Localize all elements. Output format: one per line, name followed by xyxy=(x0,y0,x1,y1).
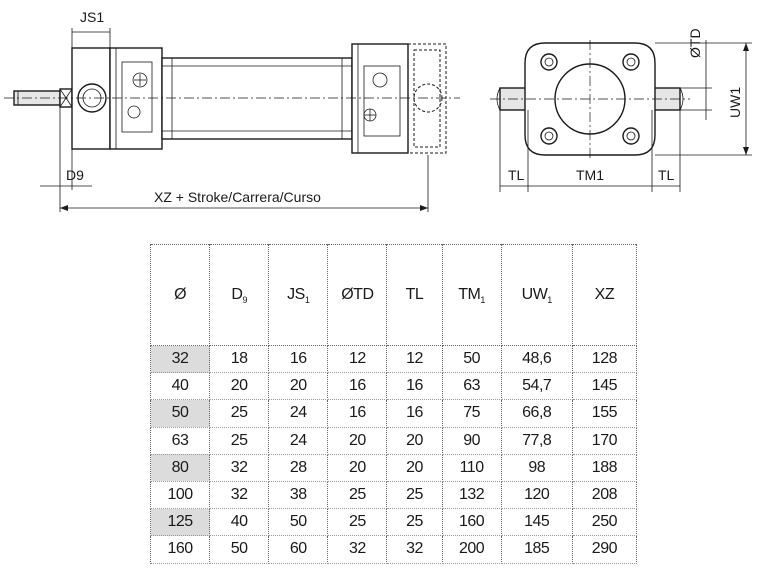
table-cell: 110 xyxy=(441,454,502,482)
label-xz: XZ + Stroke/Carrera/Curso xyxy=(154,189,321,205)
table-cell: 12 xyxy=(386,345,443,374)
table-cell: 38 xyxy=(268,481,329,510)
table-cell: 50 xyxy=(209,535,270,564)
barrel xyxy=(161,57,353,140)
table-cell: 54,7 xyxy=(500,372,573,401)
label-uw1: UW1 xyxy=(727,87,743,118)
table-cell: 208 xyxy=(571,481,638,510)
table-cell: 25 xyxy=(209,427,270,455)
side-view xyxy=(4,28,460,212)
bore-diameter-cell: 80 xyxy=(149,454,211,482)
table-cell: 77,8 xyxy=(500,427,573,455)
bore-diameter-cell: 32 xyxy=(149,345,211,374)
table-cell: 20 xyxy=(327,427,388,455)
table-cell: 32 xyxy=(209,454,270,482)
table-cell: 32 xyxy=(386,535,443,564)
table-cell: 120 xyxy=(500,481,573,510)
table-cell: 250 xyxy=(571,508,638,537)
table-cell: 12 xyxy=(327,345,388,374)
table-cell: 50 xyxy=(441,345,502,374)
table-cell: 128 xyxy=(571,345,638,374)
table-header-row: Ø D9 JS1 ØTD TL TM1 UW1 XZ xyxy=(149,244,638,346)
table-cell: 200 xyxy=(441,535,502,564)
table-cell: 20 xyxy=(209,372,270,401)
table-cell: 25 xyxy=(386,508,443,537)
bore-diameter-cell: 160 xyxy=(149,535,211,564)
header-diameter: Ø xyxy=(149,244,211,346)
table-cell: 32 xyxy=(209,481,270,510)
label-tm1: TM1 xyxy=(576,167,604,183)
table-cell: 20 xyxy=(327,454,388,482)
label-d9: D9 xyxy=(66,167,84,183)
table-cell: 185 xyxy=(500,535,573,564)
table-cell: 132 xyxy=(441,481,502,510)
header-xz: XZ xyxy=(571,244,638,346)
table-cell: 18 xyxy=(209,345,270,374)
rear-cover xyxy=(351,43,409,154)
table-cell: 25 xyxy=(327,481,388,510)
table-cell: 155 xyxy=(571,399,638,428)
bore-diameter-cell: 40 xyxy=(149,372,211,401)
table-cell: 188 xyxy=(571,454,638,482)
table-cell: 16 xyxy=(327,399,388,428)
label-js1: JS1 xyxy=(80,9,104,25)
table-cell: 40 xyxy=(209,508,270,537)
table-cell: 98 xyxy=(500,454,573,482)
header-js1: JS1 xyxy=(268,244,329,346)
table-cell: 25 xyxy=(327,508,388,537)
table-cell: 16 xyxy=(327,372,388,401)
table-cell: 60 xyxy=(268,535,329,564)
table-cell: 290 xyxy=(571,535,638,564)
table-cell: 24 xyxy=(268,399,329,428)
table-cell: 75 xyxy=(441,399,502,428)
table-cell: 16 xyxy=(386,372,443,401)
header-uw1: UW1 xyxy=(500,244,573,346)
table-cell: 16 xyxy=(386,399,443,428)
table-cell: 20 xyxy=(268,372,329,401)
table-cell: 28 xyxy=(268,454,329,482)
table-cell: 63 xyxy=(441,372,502,401)
table-cell: 145 xyxy=(571,372,638,401)
table-cell: 20 xyxy=(386,427,443,455)
bore-diameter-cell: 50 xyxy=(149,399,211,428)
label-tl-left: TL xyxy=(508,167,525,183)
table-cell: 25 xyxy=(209,399,270,428)
table-cell: 32 xyxy=(327,535,388,564)
header-tm1: TM1 xyxy=(441,244,502,346)
bore-diameter-cell: 63 xyxy=(149,427,211,455)
table-cell: 160 xyxy=(441,508,502,537)
corner-bolts xyxy=(540,53,640,145)
table-cell: 90 xyxy=(441,427,502,455)
table-cell: 20 xyxy=(386,454,443,482)
table-cell: 66,8 xyxy=(500,399,573,428)
cylinder-drawing: JS1 D9 XZ + Stroke/Carrera/Curso xyxy=(4,9,752,212)
bore-diameter-cell: 100 xyxy=(149,481,211,510)
table-cell: 170 xyxy=(571,427,638,455)
header-d9: D9 xyxy=(209,244,270,346)
label-otd: ØTD xyxy=(687,28,703,58)
front-view xyxy=(490,40,752,192)
rear-trunnion-hidden xyxy=(407,43,447,154)
label-tl-right: TL xyxy=(658,167,675,183)
bore-diameter-cell: 125 xyxy=(149,508,211,537)
table-cell: 25 xyxy=(386,481,443,510)
table-cell: 48,6 xyxy=(500,345,573,374)
table-cell: 145 xyxy=(500,508,573,537)
header-otd: ØTD xyxy=(327,244,388,346)
table-cell: 24 xyxy=(268,427,329,455)
header-tl: TL xyxy=(386,244,443,346)
table-cell: 16 xyxy=(268,345,329,374)
table-cell: 50 xyxy=(268,508,329,537)
front-cover xyxy=(109,47,163,150)
